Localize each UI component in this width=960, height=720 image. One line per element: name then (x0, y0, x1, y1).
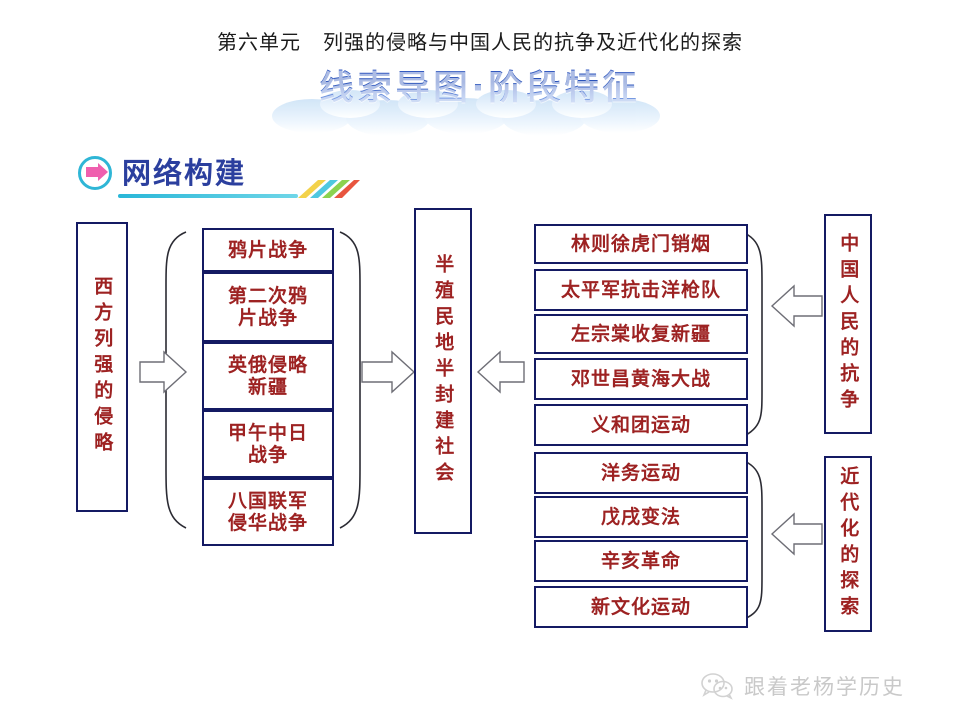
box-resistance-5[interactable]: 义和团运动 (534, 404, 748, 446)
box-war-1[interactable]: 鸦片战争 (202, 228, 334, 272)
box-modernization-1[interactable]: 洋务运动 (534, 452, 748, 494)
footer-watermark: 跟着老杨学历史 (700, 668, 950, 704)
section-underline (118, 194, 298, 198)
wechat-icon (701, 673, 733, 700)
section-label: 网络构建 (122, 156, 247, 190)
section-header: 网络构建 (78, 150, 360, 202)
right-arrow-icon (86, 163, 108, 181)
box-war-4[interactable]: 甲午中日 战争 (202, 410, 334, 478)
watermark-text: 跟着老杨学历史 (744, 675, 905, 699)
box-war-3[interactable]: 英俄侵略 新疆 (202, 342, 334, 410)
box-chinese-resistance-group[interactable]: 中国人民的抗争 (824, 214, 872, 434)
ribbon-streaks-icon (298, 180, 360, 198)
box-western-invasion[interactable]: 西方列强的侵略 (76, 222, 128, 512)
box-modernization-4[interactable]: 新文化运动 (534, 586, 748, 628)
box-war-2[interactable]: 第二次鸦 片战争 (202, 272, 334, 342)
unit-title: 第六单元 列强的侵略与中国人民的抗争及近代化的探索 (216, 30, 744, 54)
box-modernization-3[interactable]: 辛亥革命 (534, 540, 748, 582)
box-resistance-2[interactable]: 太平军抗击洋枪队 (534, 269, 748, 311)
box-war-5[interactable]: 八国联军 侵华战争 (202, 478, 334, 546)
box-semi-colonial-society[interactable]: 半殖民地半封建社会 (414, 208, 472, 534)
box-resistance-1[interactable]: 林则徐虎门销烟 (534, 224, 748, 264)
box-resistance-3[interactable]: 左宗棠收复新疆 (534, 314, 748, 354)
circle-ring-icon (78, 156, 112, 190)
slide-subtitle: 线索导图·阶段特征 (320, 60, 641, 109)
box-resistance-4[interactable]: 邓世昌黄海大战 (534, 358, 748, 400)
box-modernization-group[interactable]: 近代化的探索 (824, 456, 872, 632)
box-modernization-2[interactable]: 戊戌变法 (534, 496, 748, 538)
subtitle-container: 线索导图·阶段特征 (0, 60, 960, 130)
